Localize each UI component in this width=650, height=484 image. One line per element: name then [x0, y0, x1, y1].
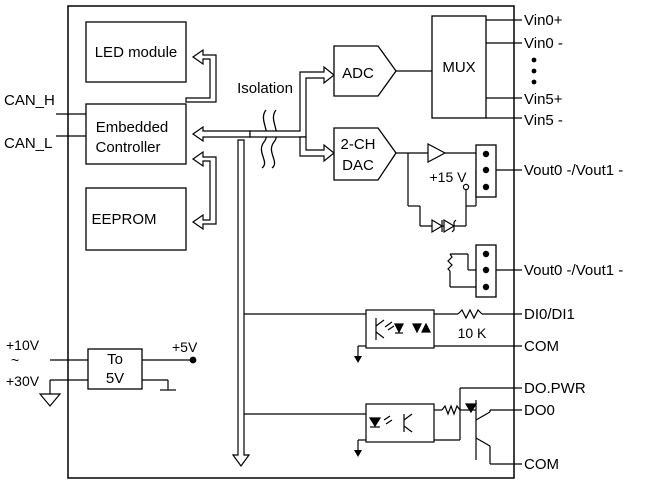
vin0p-label: Vin0+ [524, 12, 563, 29]
mux-block: MUX [431, 15, 487, 119]
controller-label-line1: Embedded [96, 119, 169, 136]
adc-block: ADC [333, 45, 397, 97]
dac-label-line2: DAC [342, 157, 374, 174]
eeprom-bus-arrow [191, 150, 217, 231]
plus5v-node [189, 356, 197, 364]
vin5n-label: Vin5 - [524, 112, 563, 129]
di-label: DI0/DI1 [524, 306, 575, 323]
can-l-label: CAN_L [4, 135, 52, 152]
isolation-barrier [260, 109, 278, 169]
controller-bus-arrow [191, 125, 251, 143]
mux-ellipsis-dots [531, 57, 537, 85]
can-wires [56, 113, 86, 137]
com-di-label: COM [524, 338, 559, 355]
mux-label: MUX [442, 59, 475, 76]
supply-low-label: +30V [6, 373, 40, 389]
vin5p-label: Vin5+ [524, 91, 563, 108]
eeprom-label: EEPROM [91, 211, 156, 228]
vout-label-top: Vout0 -/Vout1 - [524, 162, 623, 179]
main-bus [231, 65, 335, 468]
embedded-controller-block: Embedded Controller [85, 103, 187, 165]
module-frame [67, 5, 515, 479]
dopwr-label: DO.PWR [524, 380, 586, 397]
isolation-label: Isolation [237, 80, 293, 97]
vout-jumper-top [475, 144, 497, 198]
supply-high-label: +10V [6, 337, 40, 353]
regulator-label-line2: 5V [106, 370, 124, 387]
com-do-label: COM [524, 456, 559, 473]
dac-label-line1: 2-CH [340, 136, 375, 153]
do-optocoupler [357, 387, 522, 465]
plus15v-label: +15 V [430, 169, 468, 185]
vout-label-bottom: Vout0 -/Vout1 - [524, 262, 623, 279]
led-module-label: LED module [95, 44, 178, 61]
eeprom-block: EEPROM [85, 187, 187, 251]
vout-jumper-bottom [475, 244, 497, 298]
dac-output-stage [396, 143, 477, 234]
supply-tilde-label: ~ [11, 352, 19, 368]
dac-block: 2-CH DAC [333, 127, 397, 181]
mux-input-wires [486, 19, 522, 119]
regulator-label-line1: To [107, 351, 123, 368]
vout-bottom-stage [447, 253, 476, 288]
led-module-block: LED module [85, 21, 187, 83]
can-h-label: CAN_H [4, 92, 55, 109]
vin0n-label: Vin0 - [524, 35, 563, 52]
regulator-block: To 5V [87, 348, 143, 390]
power-wiring [38, 359, 192, 407]
plus5v-label: +5V [172, 339, 198, 355]
di-optocoupler [357, 308, 522, 360]
do-ground-icon [354, 450, 362, 457]
do0-label: DO0 [524, 402, 555, 419]
resistor-label: 10 K [458, 325, 487, 341]
di-ground-icon [354, 356, 362, 363]
adc-label: ADC [342, 65, 374, 82]
internal-bus-arrows [185, 48, 251, 231]
controller-label-line2: Controller [95, 139, 160, 156]
led-bus-arrow [185, 48, 217, 103]
